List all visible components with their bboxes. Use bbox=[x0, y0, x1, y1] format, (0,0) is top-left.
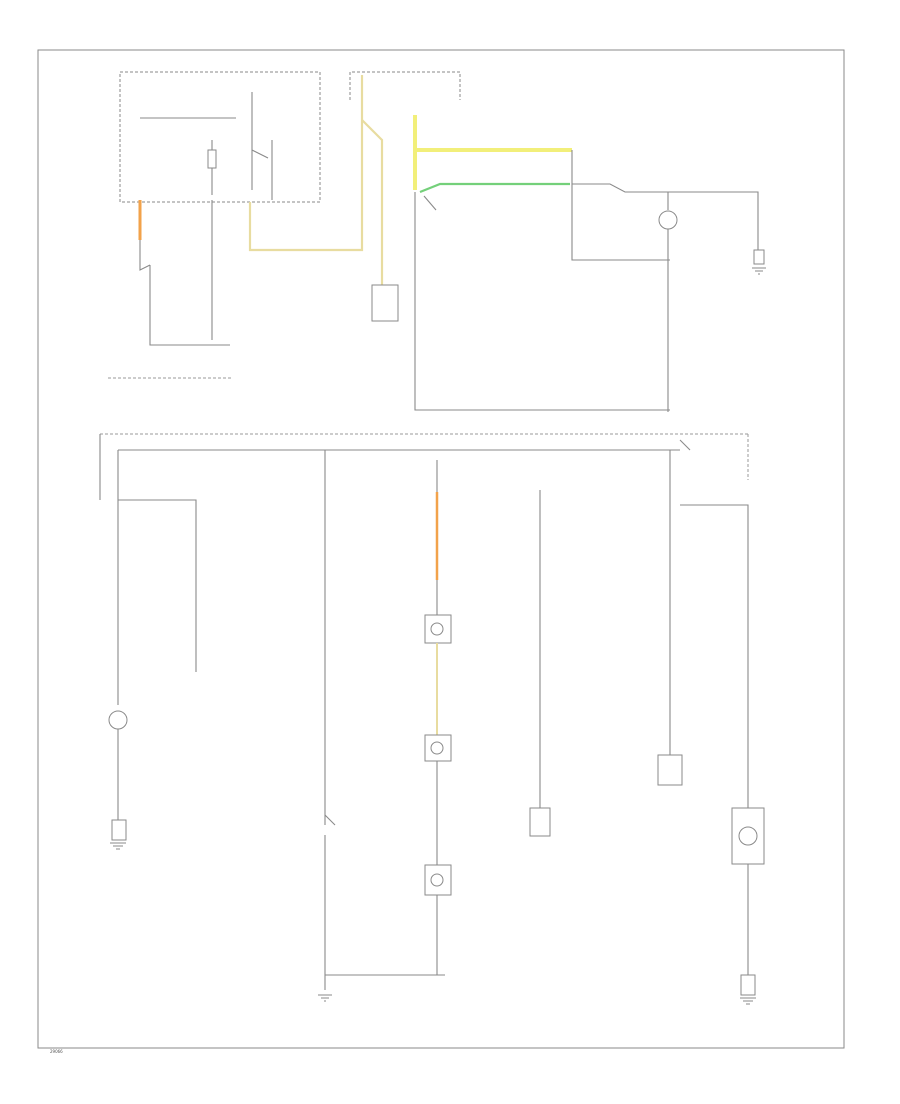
gauge-2-dial bbox=[430, 741, 444, 755]
lamp-top-right bbox=[658, 210, 678, 230]
connector-branch-5 bbox=[657, 754, 683, 786]
tan-wire-2 bbox=[361, 119, 384, 285]
gauge-3-dial bbox=[430, 873, 444, 887]
ground-symbol-left bbox=[110, 842, 126, 850]
fuse-box-2 bbox=[349, 71, 461, 100]
ground-symbol-center bbox=[318, 994, 332, 1002]
wire-center-down bbox=[414, 192, 670, 411]
lamp-left bbox=[108, 710, 128, 730]
gauge-1-dial bbox=[430, 622, 444, 636]
diagram-frame bbox=[37, 49, 845, 1049]
wire-to-ground-top bbox=[572, 183, 759, 255]
branch-left-split bbox=[118, 499, 197, 672]
bus-switch bbox=[679, 439, 691, 451]
lamp-right bbox=[738, 826, 758, 846]
footer-code: 29066 bbox=[50, 1049, 63, 1054]
switch-left bbox=[139, 240, 151, 271]
ground-block-right bbox=[740, 974, 756, 996]
tan-wire-1 bbox=[248, 75, 364, 252]
yellow-wire bbox=[413, 115, 572, 190]
green-wire bbox=[419, 182, 570, 194]
ground-symbol-top bbox=[752, 267, 766, 275]
wire-left-down bbox=[149, 265, 230, 346]
connector-block bbox=[371, 284, 399, 322]
relay-switch bbox=[251, 149, 269, 159]
ground-block-top bbox=[753, 249, 765, 265]
wire-right-loop bbox=[571, 150, 670, 261]
switch-branch-2 bbox=[324, 814, 336, 826]
branch-6 bbox=[680, 504, 749, 808]
control-module-box bbox=[119, 71, 321, 203]
bus-left-drop bbox=[99, 434, 119, 500]
ground-symbol-right bbox=[740, 997, 756, 1005]
connector-branch-4 bbox=[529, 807, 551, 837]
fuse-symbol-1 bbox=[207, 149, 217, 169]
ground-block-left bbox=[111, 819, 127, 841]
center-switch bbox=[423, 195, 437, 211]
